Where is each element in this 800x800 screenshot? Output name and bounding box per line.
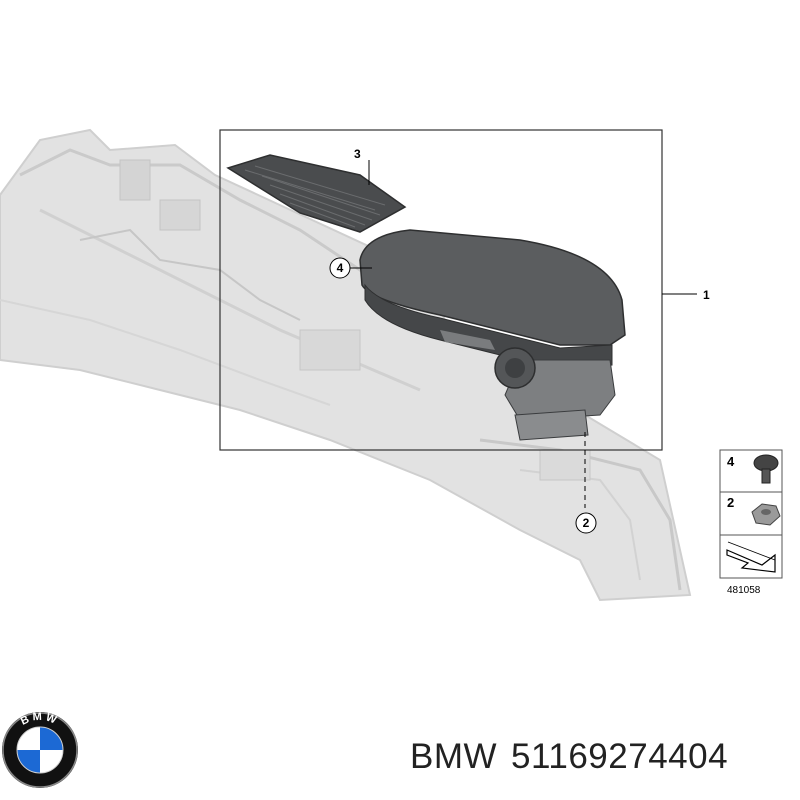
brand-name: BMW bbox=[410, 737, 498, 776]
hex-nut-icon bbox=[751, 503, 781, 526]
bmw-logo: BMW bbox=[2, 711, 78, 788]
legend-item-4-number: 4 bbox=[727, 454, 735, 469]
armrest-illustration bbox=[359, 229, 626, 441]
part-caption: BMW 51169274404 bbox=[410, 737, 742, 777]
assembly-frame bbox=[219, 129, 663, 451]
part-number: 51169274404 bbox=[511, 737, 729, 776]
leader-lines bbox=[350, 160, 697, 508]
callout-part-1: 1 bbox=[703, 288, 710, 302]
fastener-legend: 4 2 481058 bbox=[719, 449, 783, 596]
callout-part-3: 3 bbox=[354, 147, 361, 161]
expanding-rivet-icon bbox=[753, 454, 779, 484]
callout-part-4: 4 bbox=[329, 257, 351, 279]
svg-text:BMW: BMW bbox=[19, 711, 61, 728]
callout-part-2: 2 bbox=[575, 512, 597, 534]
reference-number: 481058 bbox=[727, 585, 761, 596]
svg-text:4: 4 bbox=[337, 261, 344, 275]
legend-item-2-number: 2 bbox=[727, 495, 734, 510]
reference-arrow-icon bbox=[726, 541, 776, 573]
svg-text:2: 2 bbox=[583, 516, 590, 530]
center-console-illustration bbox=[0, 128, 692, 602]
rubber-mat-illustration bbox=[226, 154, 407, 233]
